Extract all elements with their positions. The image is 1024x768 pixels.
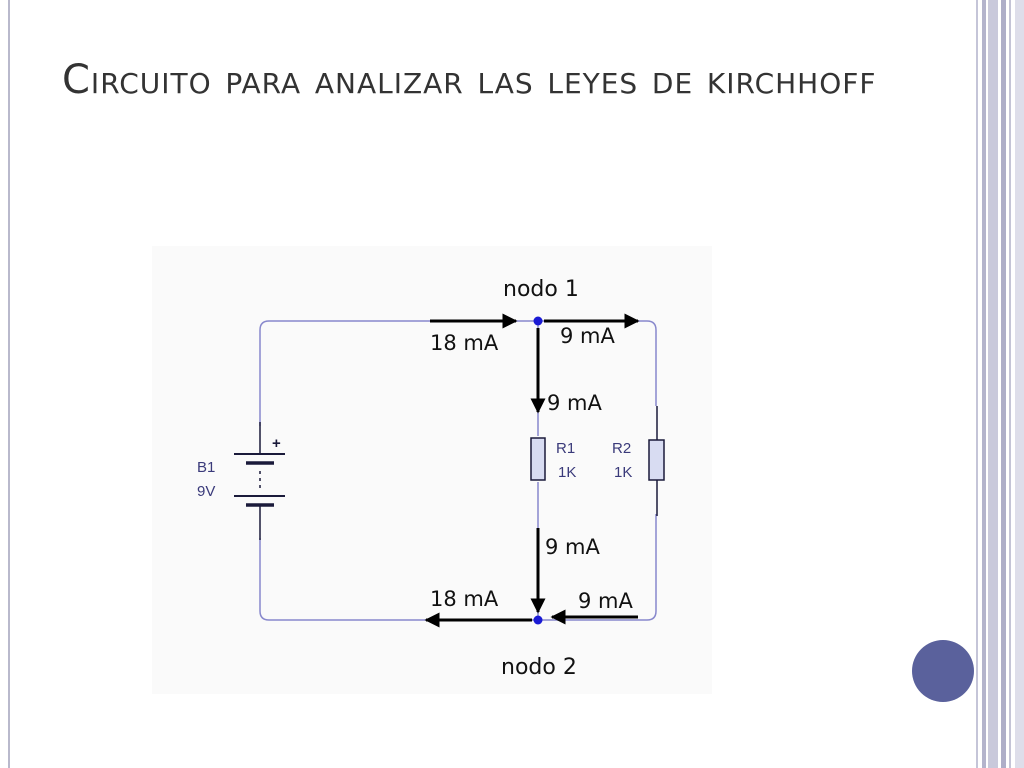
node-1-dot: [533, 316, 543, 326]
current-label-bottom-left: 18 mA: [430, 587, 499, 611]
resistor-r2: [648, 439, 665, 481]
battery-polarity: +: [272, 435, 281, 452]
resistor-r2-name: R2: [612, 440, 631, 457]
current-label-bottom-right: 9 mA: [578, 589, 633, 613]
slide-title: Circuito para analizar las leyes de kirc…: [62, 57, 877, 103]
resistor-r1: [530, 437, 546, 481]
circuit-diagram: + B1 9V R1 1K R2 1K nodo 1 nodo 2 18 mA …: [152, 246, 712, 694]
resistor-r1-name: R1: [556, 440, 575, 457]
battery-name: B1: [197, 459, 215, 476]
battery-b1: [234, 422, 285, 540]
current-label-top-right: 9 mA: [560, 324, 615, 348]
battery-value: 9V: [197, 483, 215, 500]
slide-right-border: [976, 0, 1024, 768]
node-1-label: nodo 1: [503, 277, 579, 302]
current-label-r1-bottom: 9 mA: [545, 535, 600, 559]
node-2-dot: [533, 615, 543, 625]
resistor-r2-value: 1K: [614, 464, 632, 481]
slide-accent-circle: [912, 640, 974, 702]
current-label-r1-top: 9 mA: [547, 391, 602, 415]
current-arrows: [424, 313, 640, 628]
current-label-top-left: 18 mA: [430, 331, 499, 355]
resistor-r1-value: 1K: [558, 464, 576, 481]
slide-left-border: [8, 0, 10, 768]
node-2-label: nodo 2: [501, 655, 577, 680]
